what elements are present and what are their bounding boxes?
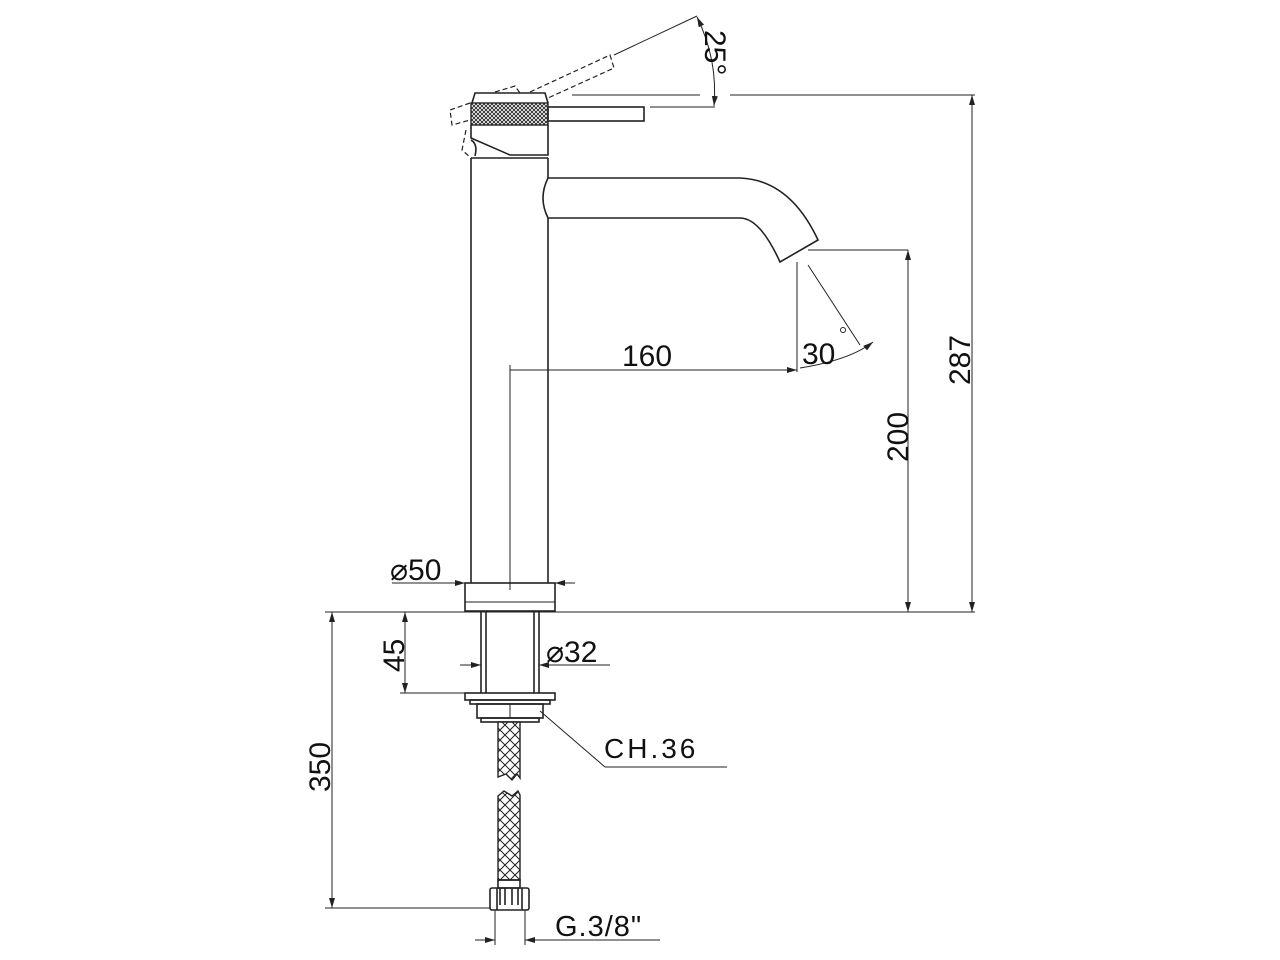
total-height-label: 287 (944, 335, 977, 385)
lever-angle-label: 25° (698, 30, 731, 75)
hose-length-label: 350 (304, 742, 337, 792)
spout-angle-label: 30 (802, 338, 835, 371)
connection-thread-label: G.3/8" (555, 911, 642, 943)
knurled-ring (470, 102, 549, 126)
body-diameter-label: ⌀50 (390, 554, 441, 587)
lever-handle (449, 15, 718, 158)
nut-size-label: CH.36 (604, 733, 698, 764)
spout-reach-label: 160 (622, 340, 672, 373)
spout-height-label: 200 (882, 412, 915, 462)
shank-diameter-label: ⌀32 (546, 636, 597, 669)
spout (542, 177, 820, 264)
shank-length-label: 45 (378, 639, 411, 672)
braided-hose (489, 721, 530, 911)
mounting-shank (464, 612, 556, 723)
faucet-body (464, 157, 556, 612)
